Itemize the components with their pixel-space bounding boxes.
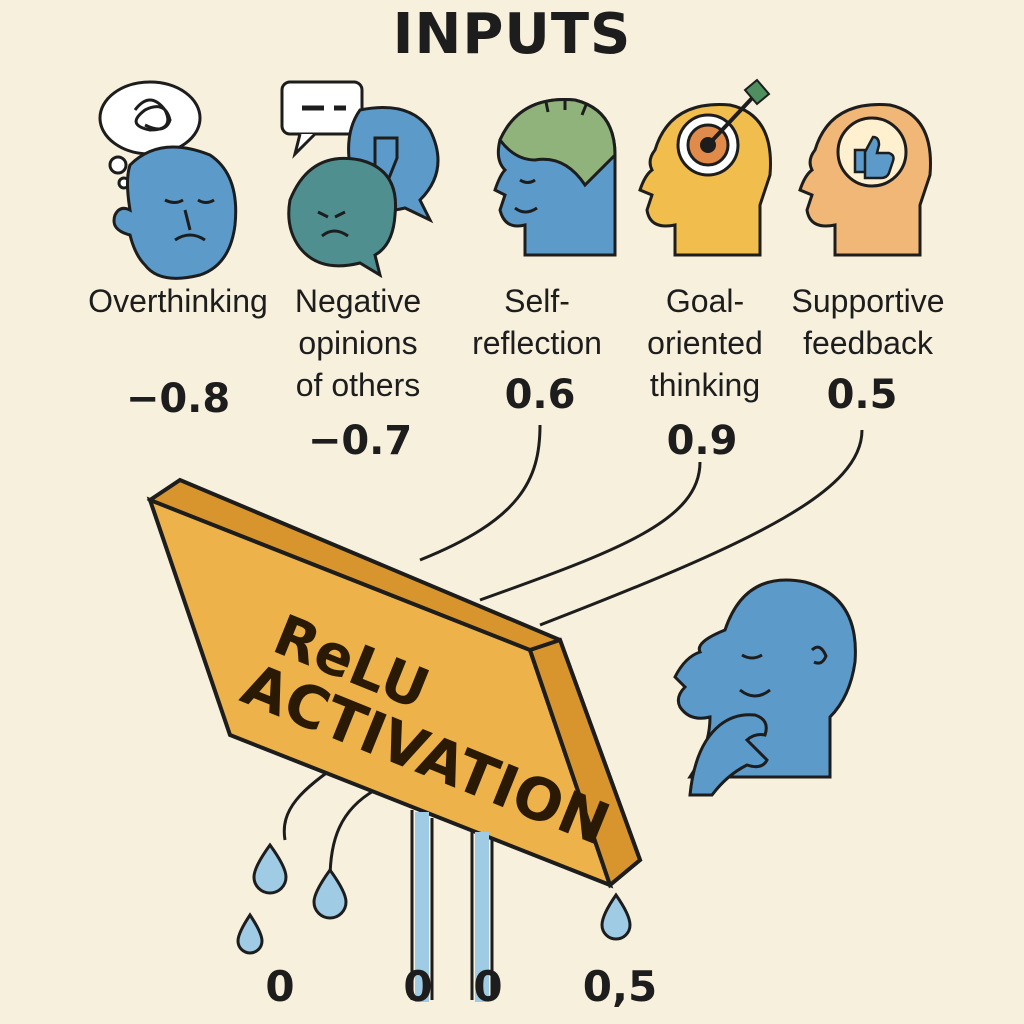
relu-board: ReLU ACTIVATION <box>146 477 643 889</box>
drop-1 <box>252 842 288 895</box>
input-value-supportive: 0.5 <box>826 372 898 418</box>
drop-2 <box>236 912 264 955</box>
tangled-thought-head-icon <box>98 80 238 280</box>
input-label-supportive: Supportive feedback <box>791 283 945 361</box>
reflective-head-icon <box>493 98 617 257</box>
input-label-overthinking: Overthinking <box>88 283 268 319</box>
output-value-4: 0,5 <box>582 962 658 1011</box>
drops <box>236 842 632 955</box>
thinking-person-icon <box>673 578 857 797</box>
input-label-negative-opinions: Negative opinions of others <box>294 283 422 403</box>
input-value-negative-opinions: −0.7 <box>307 418 413 464</box>
input-label-goal-oriented: Goal- oriented thinking <box>647 283 763 403</box>
connector-supportive <box>539 429 864 627</box>
output-value-3: 0 <box>473 962 503 1011</box>
target-arrow-head-icon <box>638 78 772 257</box>
connector-goal-oriented <box>479 461 702 602</box>
input-value-overthinking: −0.8 <box>125 376 231 422</box>
output-value-2: 0 <box>403 962 433 1011</box>
input-value-self-reflection: 0.6 <box>504 372 576 418</box>
output-streams <box>410 810 494 1002</box>
connector-self-reflection <box>419 424 542 562</box>
output-value-1: 0 <box>265 962 295 1011</box>
input-value-goal-oriented: 0.9 <box>666 418 738 464</box>
input-label-self-reflection: Self- reflection <box>472 283 602 361</box>
drop-3 <box>312 867 348 920</box>
drop-4 <box>600 892 632 941</box>
connector-out-2 <box>328 788 376 881</box>
thumbs-up-head-icon <box>798 103 932 257</box>
speech-bubble-thumbs-down-icon <box>280 80 440 279</box>
diagram-title: INPUTS <box>392 2 632 67</box>
